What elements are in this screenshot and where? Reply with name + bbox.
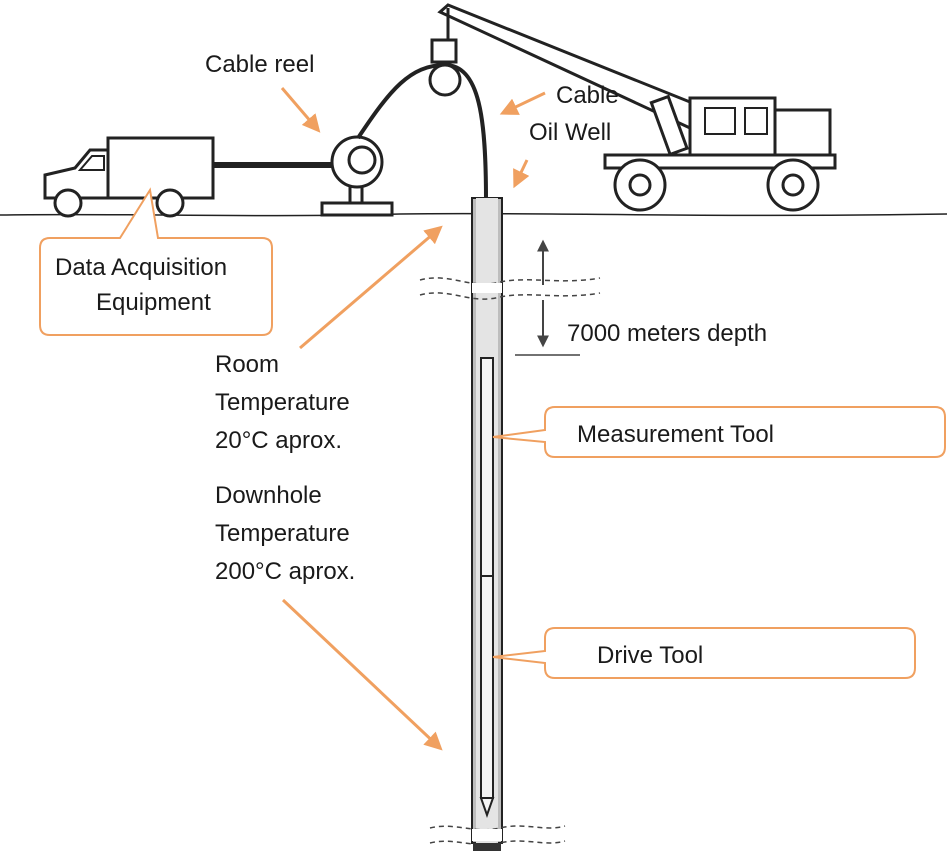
arrow-room-temp [299,225,443,350]
label-oil-well: Oil Well [529,119,611,146]
label-cable-reel: Cable reel [205,51,314,78]
arrow-cable [499,91,546,115]
label-downhole-temp-line3: 200°C aprox. [215,558,355,585]
label-downhole-temp-line2: Temperature [215,520,350,547]
arrow-cable-reel [280,87,321,133]
label-drive-tool: Drive Tool [597,642,703,669]
drive-tool-body [479,575,495,819]
label-cable: Cable [556,82,619,109]
cable-reel-icon [320,135,394,217]
well-bottom [473,843,501,851]
label-measurement-tool: Measurement Tool [577,421,774,448]
break-gap [472,283,502,293]
depth-break-upper [419,277,601,300]
crane-icon [428,3,837,212]
truck-icon [43,136,215,218]
label-data-acq-line1: Data Acquisition [55,254,227,281]
ground-line [0,212,947,217]
arrow-oil-well [513,159,530,189]
measurement-tool-body [480,357,494,577]
label-room-temp-line3: 20°C aprox. [215,427,342,454]
drive-tool-callout [492,627,916,679]
label-room-temp-line2: Temperature [215,389,350,416]
arrow-downhole-temp [281,598,443,751]
label-room-temp-line1: Room [215,351,279,378]
data-acquisition-callout [39,187,273,336]
label-downhole-temp-line1: Downhole [215,482,322,509]
label-depth: 7000 meters depth [567,320,767,347]
depth-break-lower [429,825,566,846]
label-data-acq-line2: Equipment [96,289,211,316]
measurement-tool-callout [492,406,946,458]
